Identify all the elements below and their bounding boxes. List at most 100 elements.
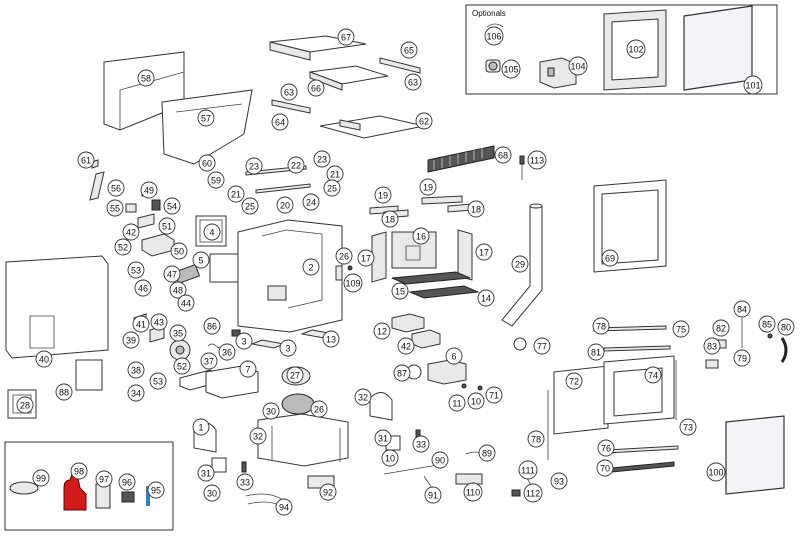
callout-number: 32 xyxy=(358,393,368,403)
callout-circle xyxy=(527,430,545,448)
callout-circle xyxy=(177,294,195,312)
callout-circle xyxy=(169,281,187,299)
callout-54: 54 xyxy=(163,197,181,215)
callout-circle xyxy=(127,361,145,379)
callout-number: 44 xyxy=(181,299,191,309)
callout-number: 52 xyxy=(118,243,128,253)
callout-circle xyxy=(319,483,337,501)
callout-50: 50 xyxy=(170,242,188,260)
callout-106: 106 xyxy=(484,26,504,46)
callout-number: 29 xyxy=(515,260,525,270)
callout-number: 15 xyxy=(395,287,405,297)
callout-circle xyxy=(412,435,430,453)
part-17-side-brick xyxy=(371,229,473,283)
callout-11: 11 xyxy=(448,394,466,412)
callout-circle xyxy=(484,26,504,46)
callout-number: 69 xyxy=(605,254,615,264)
part-71-ring xyxy=(513,337,527,351)
callout-circle xyxy=(527,150,547,170)
callout-circle xyxy=(197,109,215,127)
callout-circle xyxy=(203,317,221,335)
callout-61: 61 xyxy=(77,151,95,169)
callout-78: 78 xyxy=(592,317,610,335)
callout-number: 30 xyxy=(207,489,217,499)
part-27-fan xyxy=(281,393,315,415)
callout-111: 111 xyxy=(518,460,538,480)
callout-number: 97 xyxy=(99,475,109,485)
callout-circle xyxy=(197,464,215,482)
callout-98: 98 xyxy=(70,462,88,480)
part-57-hopper xyxy=(161,89,253,165)
callout-circle xyxy=(70,462,88,480)
callout-64: 64 xyxy=(271,113,289,131)
callout-30: 30 xyxy=(203,484,221,502)
callout-102: 102 xyxy=(626,39,646,59)
callout-circle xyxy=(132,315,150,333)
callout-number: 95 xyxy=(151,486,161,496)
callout-number: 10 xyxy=(471,397,481,407)
callout-number: 71 xyxy=(489,391,499,401)
callout-96: 96 xyxy=(118,473,136,491)
callout-70: 70 xyxy=(596,459,614,477)
callout-41: 41 xyxy=(132,315,150,333)
callout-circle xyxy=(412,227,430,245)
optionals-box xyxy=(465,4,778,95)
callout-19: 19 xyxy=(419,178,437,196)
callout-30: 30 xyxy=(262,402,280,420)
callout-circle xyxy=(158,217,176,235)
callout-42: 42 xyxy=(397,337,415,355)
callout-number: 101 xyxy=(745,81,760,91)
callout-25: 25 xyxy=(323,179,341,197)
callout-circle xyxy=(415,112,433,130)
callout-28: 28 xyxy=(16,396,34,414)
callout-84: 84 xyxy=(733,300,751,318)
part-101-glass-panel xyxy=(683,5,753,91)
callout-circle xyxy=(169,324,187,342)
part-2-firebox-body xyxy=(237,219,343,333)
callout-32: 32 xyxy=(249,427,267,445)
callout-number: 73 xyxy=(683,423,693,433)
part-29-flue-pipe xyxy=(501,203,543,327)
callout-number: 86 xyxy=(207,322,217,332)
part-30b-blower xyxy=(369,392,393,421)
callout-95: 95 xyxy=(147,481,165,499)
callout-circle xyxy=(337,28,355,46)
callout-circle xyxy=(322,330,340,348)
callout-number: 68 xyxy=(498,151,508,161)
callout-90: 90 xyxy=(431,451,449,469)
part-26-bracket xyxy=(335,265,343,281)
callout-circle xyxy=(587,343,605,361)
callout-number: 33 xyxy=(416,440,426,450)
part-104-heater-unit xyxy=(539,57,577,89)
accessories-box xyxy=(4,441,174,531)
callout-34: 34 xyxy=(127,384,145,402)
callout-10: 10 xyxy=(381,449,399,467)
callout-number: 42 xyxy=(401,342,411,352)
callout-circle xyxy=(597,439,615,457)
callout-number: 93 xyxy=(554,477,564,487)
callout-circle xyxy=(35,350,53,368)
callout-73: 73 xyxy=(679,418,697,436)
callout-49: 49 xyxy=(140,181,158,199)
callout-circle xyxy=(494,146,512,164)
callout-number: 30 xyxy=(266,407,276,417)
callout-29: 29 xyxy=(511,255,529,273)
callout-circle xyxy=(207,171,225,189)
callout-circle xyxy=(106,199,124,217)
part-13-block xyxy=(391,313,425,333)
callout-circle xyxy=(147,481,165,499)
part-56-bracket xyxy=(89,171,105,201)
callout-93: 93 xyxy=(550,472,568,490)
callout-number: 11 xyxy=(452,399,461,409)
callout-36: 36 xyxy=(218,343,236,361)
callout-101: 101 xyxy=(743,75,763,95)
callout-number: 75 xyxy=(676,325,686,335)
callout-number: 40 xyxy=(39,355,49,365)
callout-53: 53 xyxy=(127,261,145,279)
callout-number: 66 xyxy=(311,84,321,94)
callout-circle xyxy=(134,279,152,297)
callout-17: 17 xyxy=(357,249,375,267)
callout-number: 18 xyxy=(385,215,395,225)
callout-80: 80 xyxy=(777,318,795,336)
callout-12: 12 xyxy=(373,322,391,340)
